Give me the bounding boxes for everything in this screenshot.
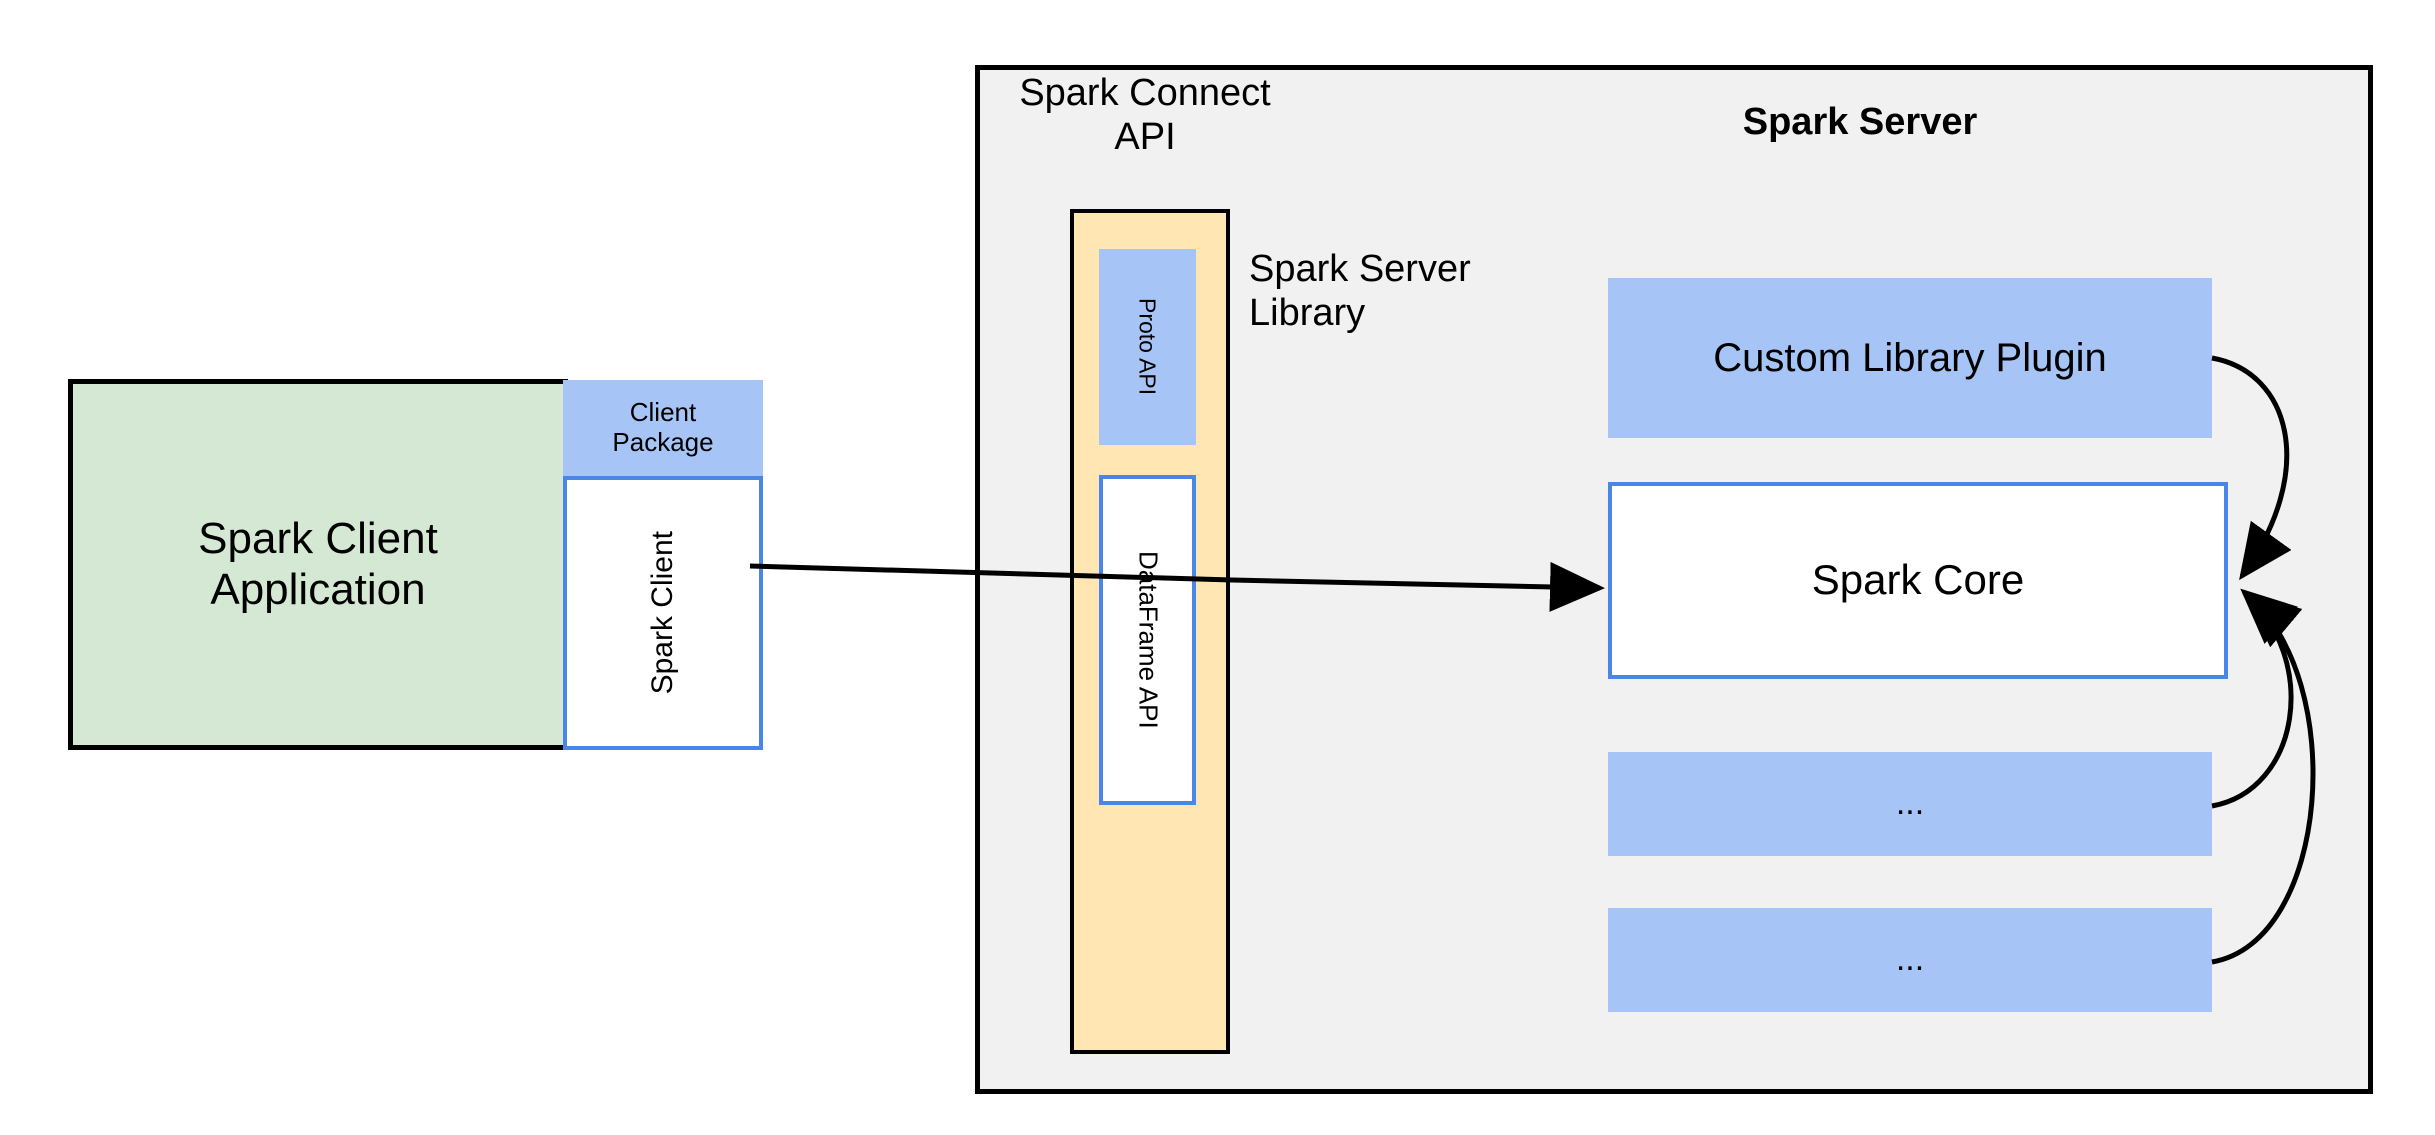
- dataframe-api-label: DataFrame API: [1133, 551, 1164, 729]
- spark-client-application-block[interactable]: Spark Client Application: [68, 379, 568, 750]
- client-package-label: Client Package: [612, 397, 714, 458]
- client-application-line-2: Application: [210, 564, 426, 614]
- client-application-line-1: Spark Client: [198, 513, 438, 563]
- ellipsis-label-1: ...: [1895, 784, 1925, 823]
- connect-api-line-1: Spark Connect: [1019, 72, 1271, 115]
- spark-core-label: Spark Core: [1811, 556, 2025, 604]
- proto-api-block[interactable]: Proto API: [1099, 249, 1196, 445]
- server-library-line-2: Library: [1249, 291, 1366, 334]
- dataframe-api-block[interactable]: DataFrame API: [1099, 475, 1196, 805]
- ellipsis-label-2: ...: [1895, 940, 1925, 979]
- spark-server-library-label: Spark Server Library: [1249, 248, 1549, 348]
- client-application-label: Spark Client Application: [198, 514, 438, 615]
- spark-server-title: Spark Server: [1742, 101, 1978, 144]
- spark-core-block[interactable]: Spark Core: [1608, 482, 2228, 679]
- spark-client-block[interactable]: Spark Client: [563, 476, 763, 750]
- custom-library-plugin-label: Custom Library Plugin: [1713, 336, 2107, 380]
- client-package-block[interactable]: Client Package: [563, 380, 763, 476]
- client-package-line-2: Package: [612, 427, 714, 457]
- client-package-line-1: Client: [629, 397, 697, 428]
- server-library-line-1: Spark Server: [1249, 248, 1471, 290]
- proto-api-label: Proto API: [1134, 298, 1161, 396]
- spark-client-label: Spark Client: [645, 531, 679, 695]
- custom-library-plugin-block[interactable]: Custom Library Plugin: [1608, 278, 2212, 438]
- ellipsis-block-2[interactable]: ...: [1608, 908, 2212, 1012]
- spark-connect-api-label: Spark Connect API: [1000, 66, 1290, 166]
- connect-api-line-2: API: [1114, 116, 1176, 158]
- ellipsis-block-1[interactable]: ...: [1608, 752, 2212, 856]
